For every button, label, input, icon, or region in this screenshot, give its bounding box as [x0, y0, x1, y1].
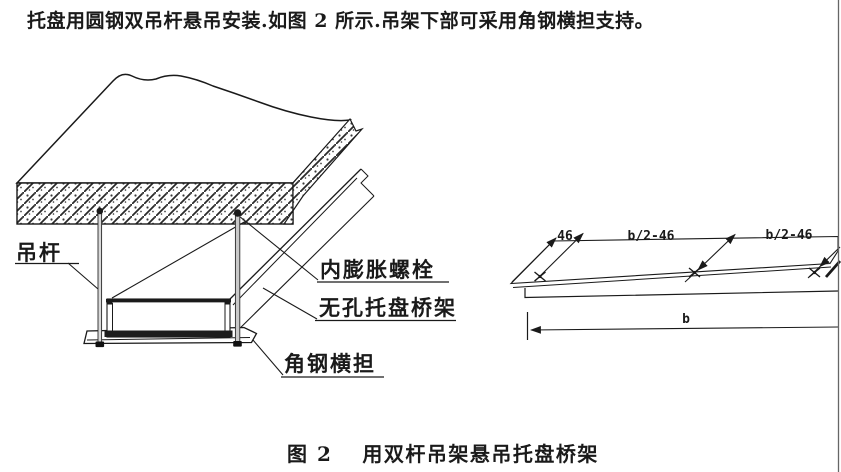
tray-right-top-edge	[229, 168, 362, 300]
tray-break-line	[360, 168, 375, 197]
intro-paragraph: 托盘用圆钢双吊杆悬吊安装.如图 2 所示.吊架下部可采用角钢横担支持。	[27, 10, 655, 32]
tray-left-top-edge	[111, 220, 247, 299]
tray-left-corner	[107, 299, 113, 305]
plate-right-end-cap	[824, 260, 841, 278]
dim-tick-plate-edge	[511, 237, 557, 283]
right-expansion-bolt-anchor	[233, 209, 242, 217]
dim-b2-46-left-label: b/2-46	[628, 229, 675, 244]
tray-leader	[262, 287, 318, 320]
angle-leg-edge	[524, 288, 839, 299]
tray-bottom-edge	[230, 195, 375, 338]
dim-46-label: 46	[557, 229, 573, 244]
dim-tick-hole-3-tail	[807, 266, 821, 279]
expansion-bolt-leader	[238, 215, 319, 281]
right-hanger-rod	[234, 213, 241, 344]
ceiling-slab-side-section	[282, 117, 364, 225]
dim-b-label: b	[682, 312, 690, 327]
figure-caption: 图 2 用双杆吊架悬吊托盘桥架	[287, 438, 599, 467]
left-expansion-bolt-anchor	[96, 207, 104, 215]
dim-tick-hole-1	[534, 232, 584, 282]
tray-right-corner	[224, 299, 230, 305]
angle-steel-crossarm-label: 角钢横担	[284, 351, 376, 376]
crossarm-bottom-line	[86, 337, 251, 341]
dim-tick-hole-2	[697, 233, 736, 271]
figure-caption-title: 用双杆吊架悬吊托盘桥架	[362, 442, 599, 466]
right-rod-nut	[233, 341, 242, 347]
unperforated-tray-label: 无孔托盘桥架	[319, 295, 457, 320]
ceiling-slab-front-section	[16, 182, 294, 225]
tray-bottom-band	[104, 330, 233, 337]
figure-caption-number: 图 2	[287, 442, 333, 466]
suspension-assembly-drawing: 吊杆 内膨胀螺栓 无孔托盘桥架 角钢横担	[15, 73, 457, 378]
crossarm-dimension-drawing: 46 b/2-46 b/2-46 b	[509, 228, 841, 340]
hanger-rod-leader	[67, 262, 99, 290]
crossarm-leader	[252, 339, 284, 376]
dim-tick-hole-2-tail	[684, 269, 699, 283]
dim-b-line	[529, 326, 839, 334]
hanger-rod-label: 吊杆	[16, 240, 62, 265]
dim-b2-46-right-label: b/2-46	[766, 228, 813, 243]
left-hanger-rod	[97, 212, 103, 344]
dim-tick-hole-3	[819, 246, 841, 268]
tray-right-rim-inner-edge	[232, 177, 358, 306]
expansion-bolt-label: 内膨胀螺栓	[320, 257, 435, 282]
ceiling-slab-top-face	[15, 73, 352, 184]
plate-front-edge-inner	[512, 266, 832, 288]
left-rod-nut	[95, 341, 105, 348]
